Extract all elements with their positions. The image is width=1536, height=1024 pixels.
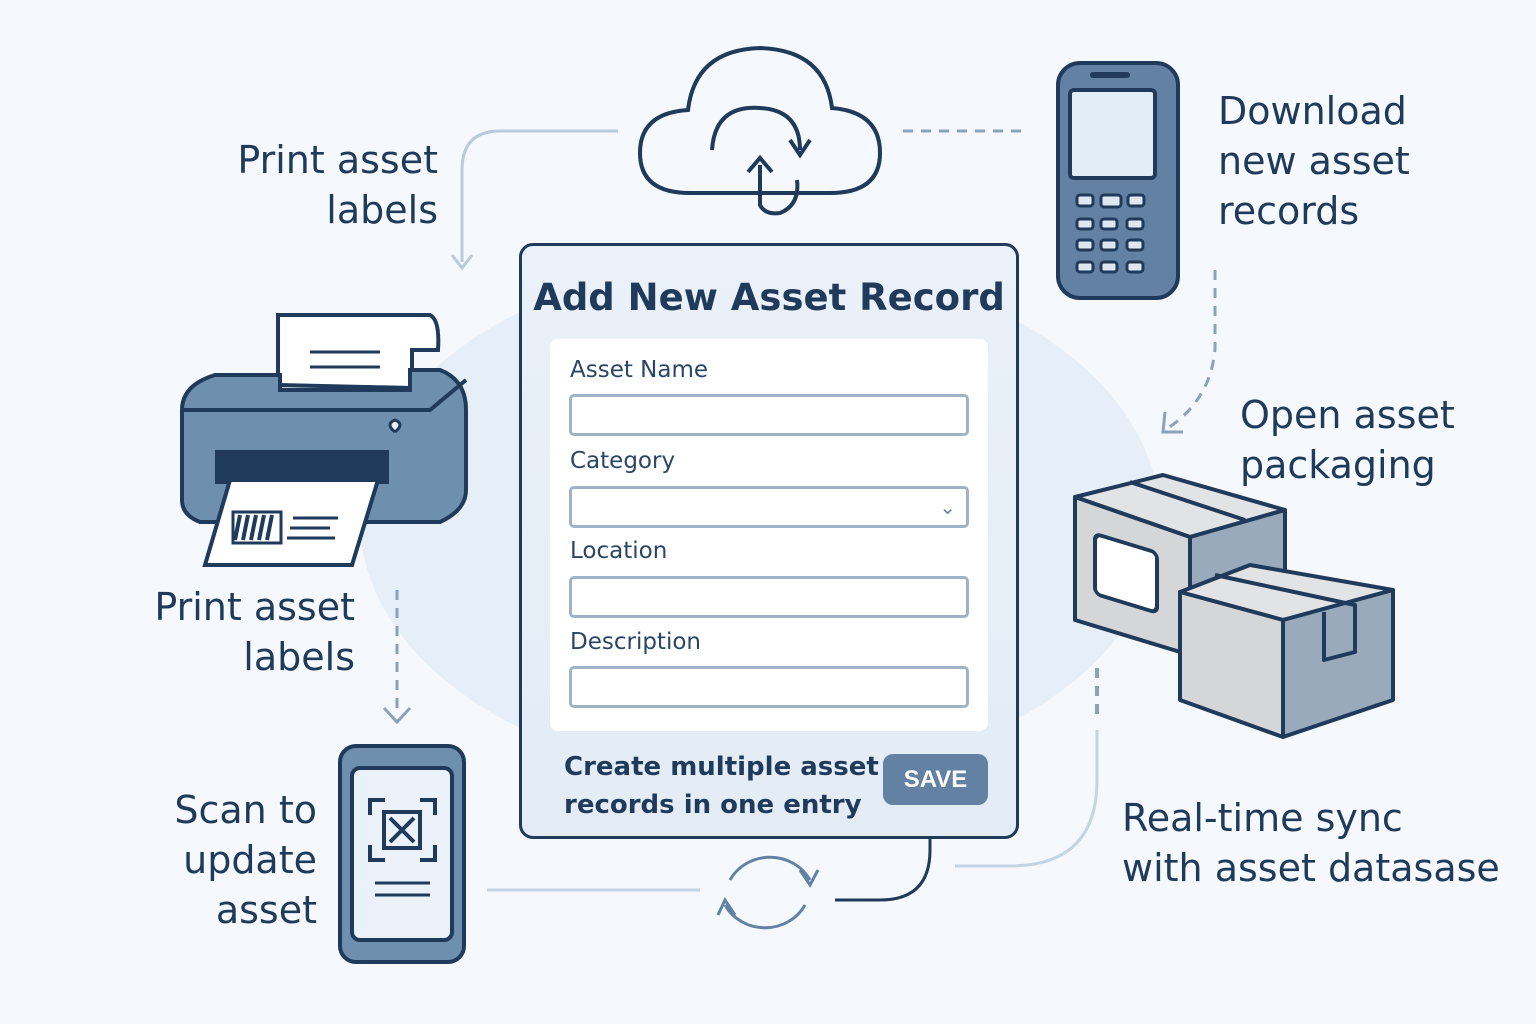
location-label: Location: [570, 538, 668, 564]
label-scan-to-update: Scan to update asset: [100, 785, 317, 935]
phone-scanner-icon: [338, 744, 466, 964]
connector-sync: [955, 730, 1099, 868]
description-input[interactable]: [569, 666, 969, 708]
description-label: Description: [570, 629, 701, 655]
label-print-asset-labels-top: Print asset labels: [200, 135, 438, 235]
form-fields-panel: Asset Name Category ⌄ Location Descripti…: [550, 339, 988, 731]
connector-scanner-to-boxes: [1167, 270, 1217, 430]
label-download-records: Download new asset records: [1218, 86, 1410, 236]
label-line: labels: [243, 635, 355, 679]
label-line: asset: [215, 888, 317, 932]
label-line: Scan to: [174, 788, 317, 832]
connector-cloud-to-printer: [460, 129, 618, 262]
label-line: Print asset: [154, 585, 355, 629]
arrow-head-icon: [1161, 411, 1183, 434]
add-asset-form: Add New Asset Record Asset Name Category…: [519, 243, 1019, 839]
save-button[interactable]: SAVE: [883, 754, 988, 805]
label-line: packaging: [1240, 443, 1436, 487]
asset-name-label: Asset Name: [570, 357, 709, 383]
form-footer-text: Create multiple asset records in one ent…: [564, 748, 879, 824]
cloud-sync-icon: [637, 45, 883, 216]
label-line: Real-time sync: [1122, 796, 1403, 840]
label-line: Open asset: [1240, 393, 1455, 437]
arrow-head-icon: [382, 706, 412, 725]
printer-icon: [180, 313, 468, 567]
label-line: with asset datasase: [1122, 846, 1500, 890]
boxes-icon: [1073, 473, 1395, 739]
label-line: labels: [326, 188, 438, 232]
label-line: records: [1218, 189, 1360, 233]
label-line: new asset: [1218, 139, 1410, 183]
label-line: update: [183, 838, 317, 882]
sync-icon: [716, 855, 820, 930]
form-title: Add New Asset Record: [533, 276, 1005, 319]
label-line: Download: [1218, 89, 1407, 133]
footer-line: Create multiple asset: [564, 752, 879, 782]
location-input[interactable]: [569, 576, 969, 618]
asset-name-input[interactable]: [569, 394, 969, 436]
connector-form-to-sync: [835, 825, 932, 902]
chevron-down-icon: ⌄: [939, 495, 956, 519]
arrow-head-icon: [450, 254, 474, 271]
label-print-asset-labels-bottom: Print asset labels: [100, 582, 355, 682]
label-open-packaging: Open asset packaging: [1240, 390, 1455, 490]
handheld-scanner-icon: [1056, 61, 1180, 300]
category-label: Category: [570, 448, 676, 474]
footer-line: records in one entry: [564, 790, 862, 820]
label-line: Print asset: [237, 138, 438, 182]
label-real-time-sync: Real-time sync with asset datasase: [1122, 793, 1500, 893]
category-select[interactable]: ⌄: [569, 486, 969, 528]
